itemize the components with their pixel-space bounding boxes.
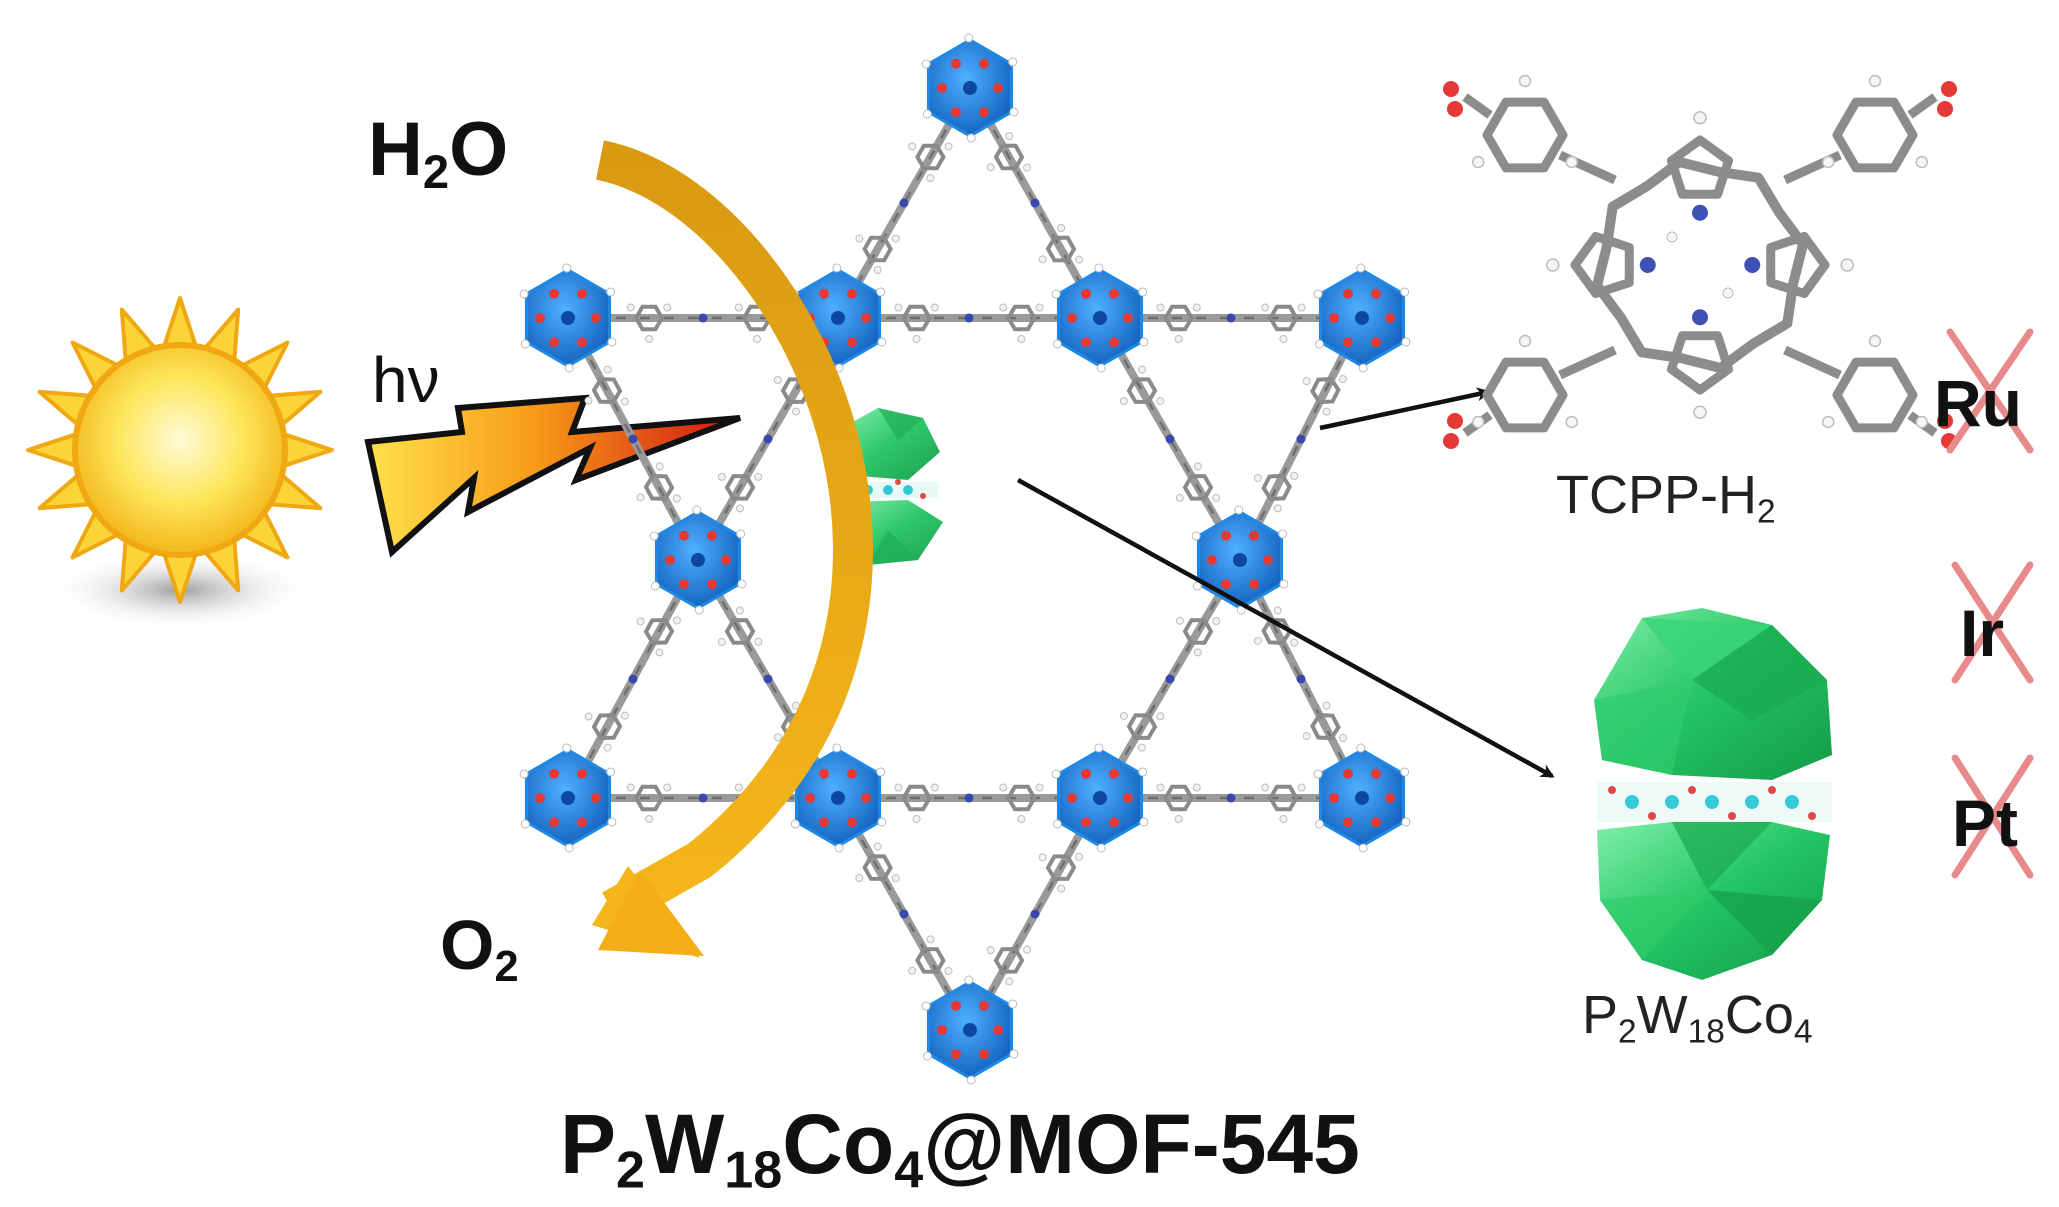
- composite-title: P2W18Co4@MOF-545: [560, 1097, 1360, 1200]
- cross-mark-icon: [1951, 561, 2034, 684]
- linker-pointer-arrow: [1319, 387, 1491, 431]
- metal-label-pt: Pt: [1952, 786, 2018, 860]
- linker-label: TCPP-H2: [1556, 465, 1776, 531]
- mof-545-framework: [519, 33, 1411, 1085]
- water-label: H2O: [368, 107, 509, 199]
- zr-cluster-nodes: [519, 33, 1411, 1085]
- water-oxidation-arrow: [592, 140, 873, 958]
- pom-pointer-arrow: [1016, 478, 1555, 778]
- metal-label-ru: Ru: [1934, 366, 2022, 440]
- catalyst-label: P2W18Co4: [1582, 985, 1813, 1051]
- p2w18co4-cluster: [1594, 608, 1832, 980]
- cross-mark-icon: [1946, 328, 2034, 454]
- sun-icon: [26, 296, 334, 630]
- cross-mark-icon: [1951, 754, 2034, 879]
- oxygen-label: O2: [440, 906, 519, 992]
- metal-label-ir: Ir: [1960, 596, 2005, 670]
- tcpp-h2-molecule: [1443, 74, 1957, 449]
- light-label: hν: [372, 344, 440, 416]
- tcpp-linker-network: [564, 86, 1366, 1032]
- lightning-bolt-icon: [364, 394, 742, 558]
